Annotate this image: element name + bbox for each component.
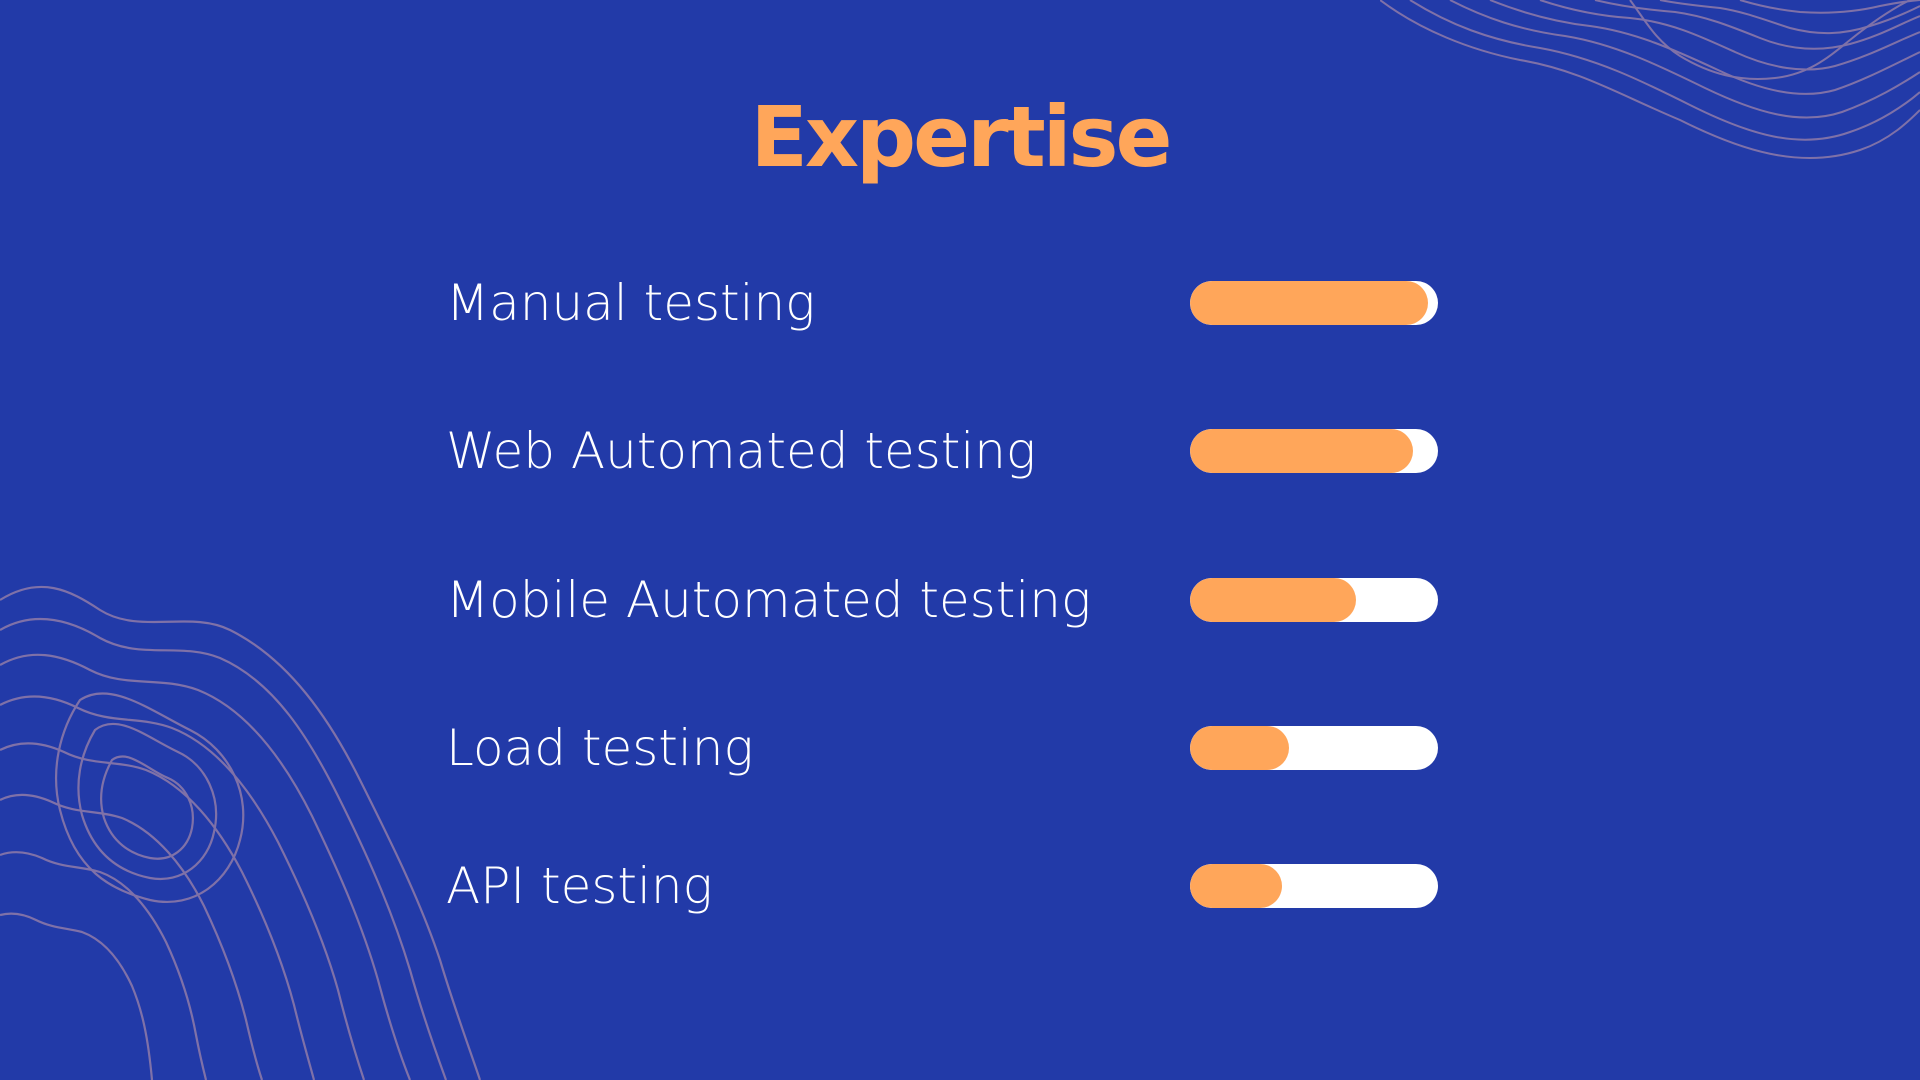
skill-row-web-automated-testing: Web Automated testing [446, 411, 1446, 491]
skill-bar-fill [1190, 281, 1429, 325]
skill-bar-track [1190, 429, 1438, 473]
skill-label: Load testing [446, 719, 754, 777]
skill-bar-track [1190, 281, 1438, 325]
skill-bar-fill [1190, 429, 1414, 473]
skill-bar-track [1190, 578, 1438, 622]
skill-bar-fill [1190, 578, 1357, 622]
skill-row-load-testing: Load testing [446, 708, 1446, 788]
skill-bar-track [1190, 726, 1438, 770]
skill-label: Web Automated testing [446, 422, 1036, 480]
contour-lines-decoration-bottom-left [0, 585, 482, 1080]
skill-bar-fill [1190, 864, 1282, 908]
skill-label: Mobile Automated testing [446, 571, 1091, 629]
skill-row-api-testing: API testing [446, 846, 1446, 926]
skill-bar-track [1190, 864, 1438, 908]
skill-row-manual-testing: Manual testing [446, 263, 1446, 343]
page-title: Expertise [750, 88, 1172, 186]
skill-bar-fill [1190, 726, 1290, 770]
skill-row-mobile-automated-testing: Mobile Automated testing [446, 560, 1446, 640]
skill-label: API testing [446, 857, 713, 915]
skill-label: Manual testing [446, 274, 816, 332]
